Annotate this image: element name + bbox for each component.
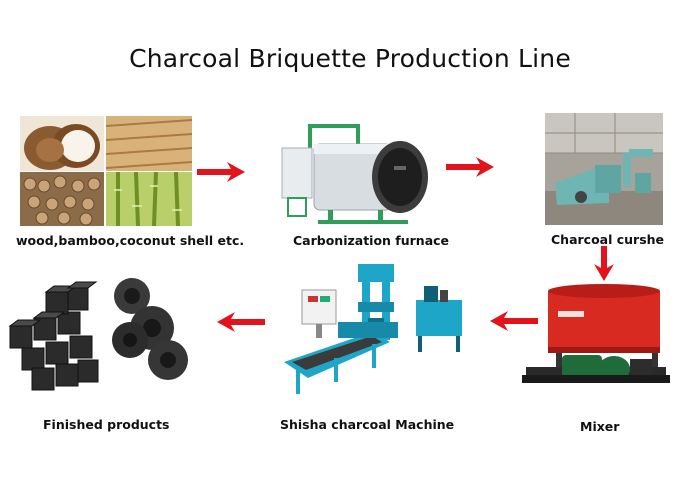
diagram-title: Charcoal Briquette Production Line — [129, 44, 571, 73]
step-label-finished-products: Finished products — [43, 417, 170, 432]
arrow-right-icon — [446, 155, 496, 179]
arrow-left-icon — [215, 310, 265, 334]
carbonization-furnace-image — [268, 118, 438, 226]
mixer-image — [522, 283, 670, 395]
arrow-left-icon — [488, 309, 538, 333]
arrow-down-icon — [592, 246, 616, 282]
charcoal-crusher-image — [545, 113, 663, 225]
step-label-shisha-charcoal-machine: Shisha charcoal Machine — [280, 417, 455, 432]
finished-products-image — [6, 274, 196, 392]
arrow-right-icon — [197, 160, 247, 184]
raw-materials-image — [20, 116, 192, 226]
step-label-mixer: Mixer — [580, 419, 620, 434]
step-label-charcoal-crusher: Charcoal curshe — [551, 232, 665, 247]
shisha-charcoal-machine-image — [278, 262, 474, 400]
step-label-raw-materials: wood,bamboo,coconut shell etc. — [16, 233, 245, 248]
step-label-carbonization-furnace: Carbonization furnace — [293, 233, 450, 248]
